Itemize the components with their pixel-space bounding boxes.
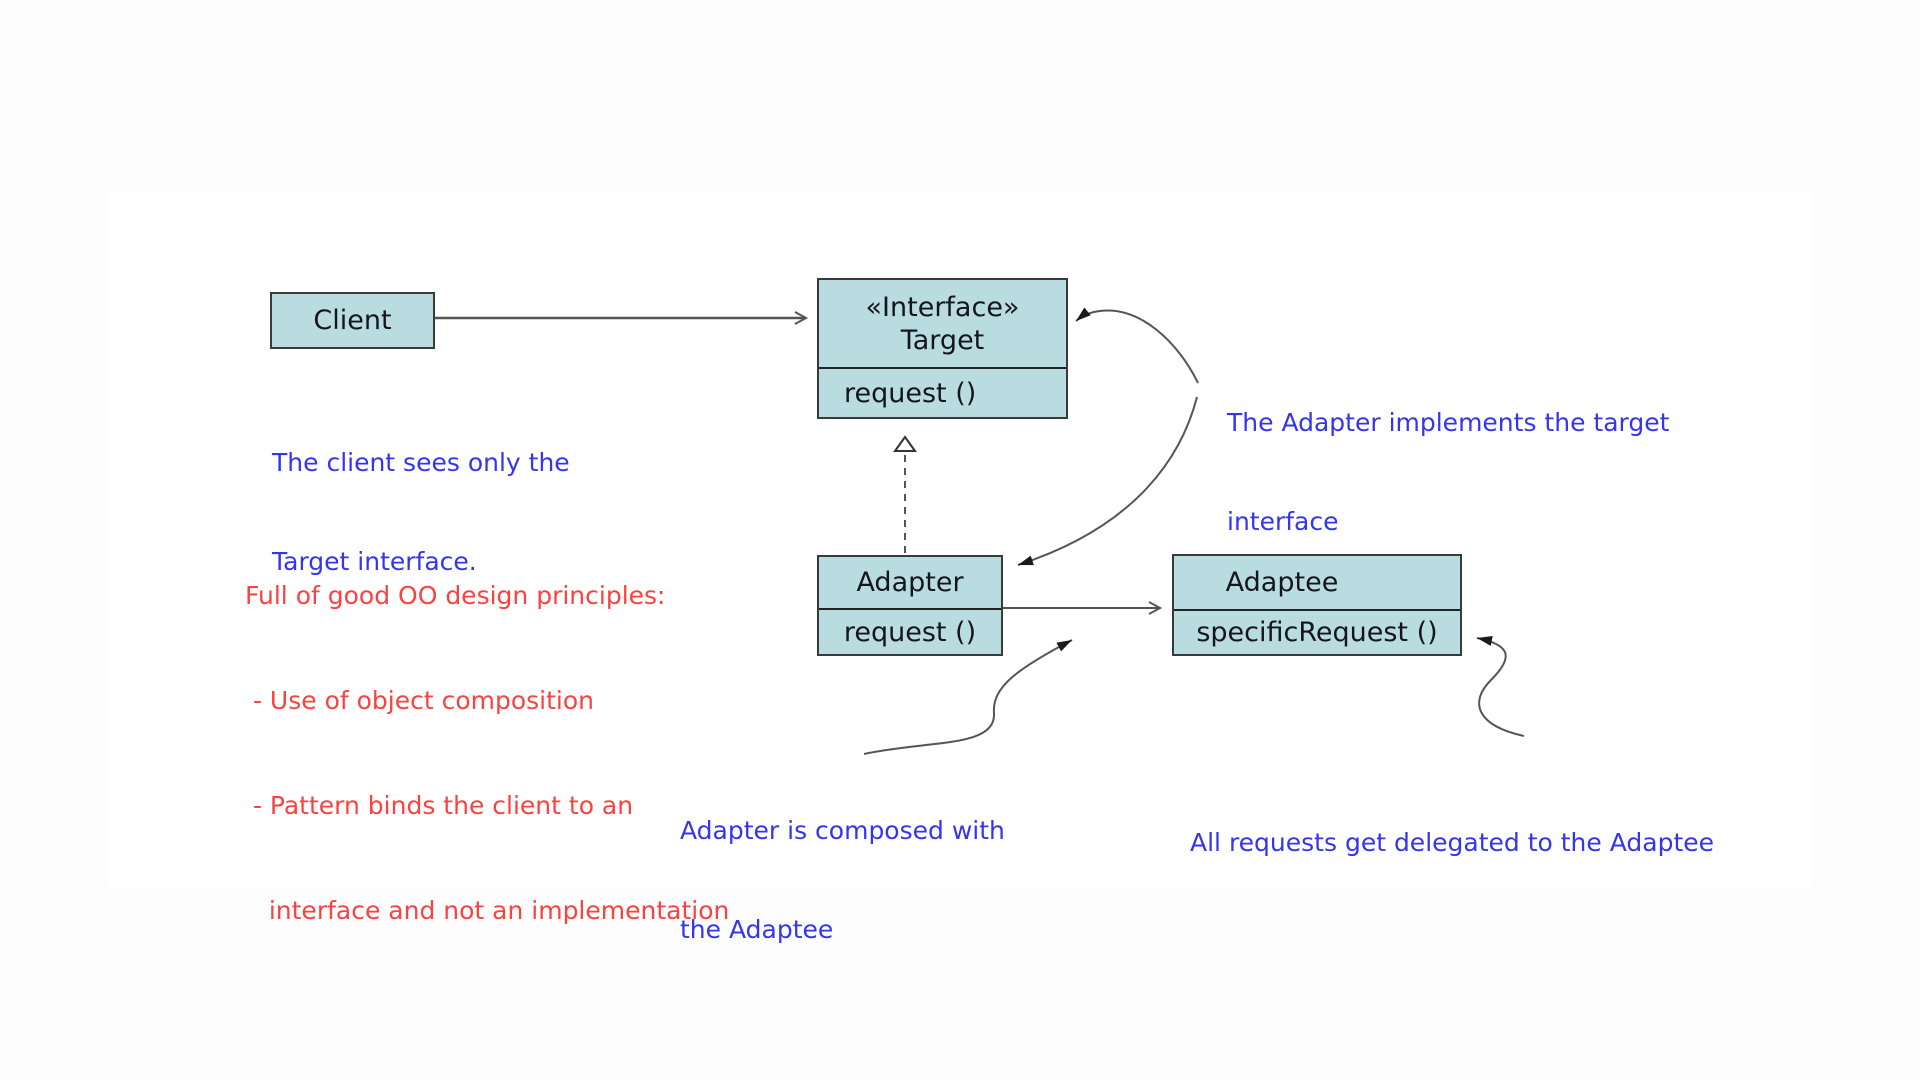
adapter-class-name: Adapter xyxy=(856,567,964,598)
composed-note-line: Adapter is composed with xyxy=(680,816,1005,845)
target-method: request () xyxy=(844,377,977,409)
adaptee-class-box: Adaptee specificRequest () xyxy=(1172,554,1462,656)
client-class-name: Client xyxy=(313,305,392,336)
client-note: The client sees only the Target interfac… xyxy=(272,380,570,644)
adapter-method: request () xyxy=(843,616,977,648)
adaptee-method-compartment: specificRequest () xyxy=(1174,609,1460,654)
composed-note-line: the Adaptee xyxy=(680,915,834,944)
adaptee-method: specificRequest () xyxy=(1196,617,1438,648)
client-note-line: The client sees only the xyxy=(272,448,570,477)
delegate-note: All requests get delegated to the Adapte… xyxy=(1190,760,1714,925)
delegate-note-line: All requests get delegated to the Adapte… xyxy=(1190,828,1715,857)
principles-line: Full of good OO design principles: xyxy=(245,581,666,610)
target-stereotype: «Interface» xyxy=(865,291,1020,323)
adapter-implements-note-line: The Adapter implements the target xyxy=(1227,408,1670,437)
adaptee-class-name: Adaptee xyxy=(1225,567,1339,598)
adapter-implements-note-line: interface xyxy=(1227,507,1339,536)
adapter-implements-note: The Adapter implements the target interf… xyxy=(1227,340,1669,604)
adapter-header: Adapter xyxy=(819,557,1001,608)
target-header: «Interface» Target xyxy=(819,280,1066,367)
principles-line: - Use of object composition xyxy=(245,686,595,715)
client-class-box: Client xyxy=(270,292,435,349)
principles-line: - Pattern binds the client to an xyxy=(245,791,634,820)
composed-note: Adapter is composed with the Adaptee xyxy=(680,748,1005,1012)
design-principles-text: Full of good OO design principles: - Use… xyxy=(245,508,729,998)
principles-line: interface and not an implementation xyxy=(245,896,730,925)
adaptee-header: Adaptee xyxy=(1174,556,1460,609)
target-interface-box: «Interface» Target request () xyxy=(817,278,1068,419)
adapter-class-box: Adapter request () xyxy=(817,555,1003,656)
target-class-name: Target xyxy=(900,324,985,356)
client-note-line: Target interface. xyxy=(272,547,477,576)
target-method-compartment: request () xyxy=(819,367,1066,417)
adapter-method-compartment: request () xyxy=(819,608,1001,654)
